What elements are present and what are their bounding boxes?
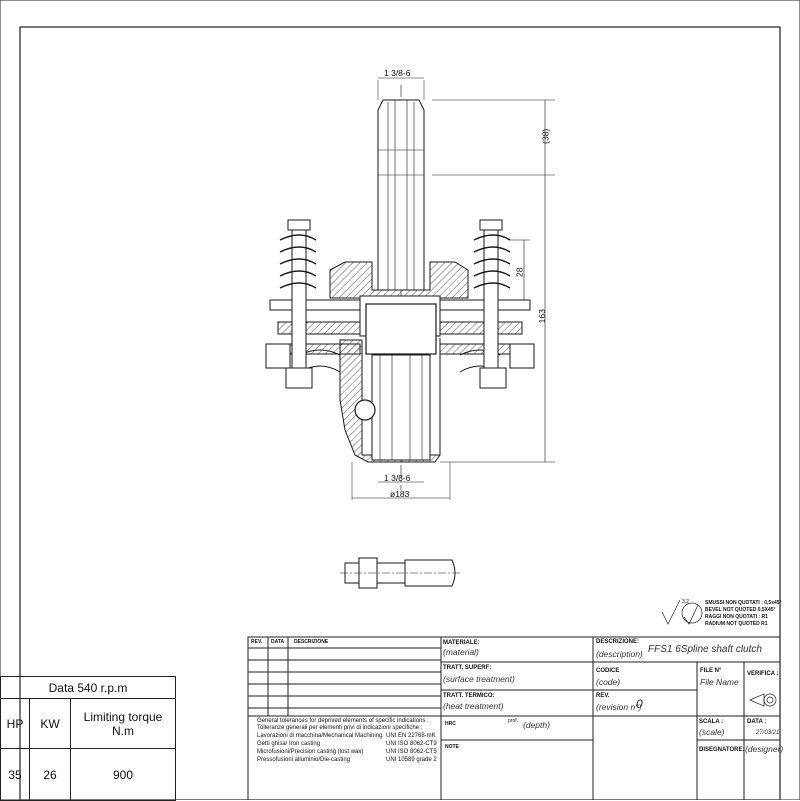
file-label: FILE N° bbox=[700, 668, 722, 674]
dim-bottom-spline: 1 3/8-6 bbox=[384, 473, 411, 483]
scala-value: (scale) bbox=[699, 727, 725, 737]
materiale-value: (material) bbox=[443, 647, 479, 657]
data-value: 27/03/21 bbox=[756, 730, 780, 736]
tolerance-row-right: UNI ISO 8062-CT9 bbox=[386, 741, 437, 747]
rev-value: (revision n°) bbox=[596, 702, 642, 712]
roughness-symbol bbox=[661, 599, 703, 625]
shaft-detail bbox=[340, 557, 460, 589]
codice-label: CODICE bbox=[596, 668, 620, 674]
friction-plate-right bbox=[439, 321, 523, 335]
designer-value: (designer) bbox=[745, 744, 784, 754]
rev-label: REV. bbox=[596, 693, 610, 699]
nut-right bbox=[479, 367, 507, 389]
tolerance-row-left: Lavorazioni di macchina/Mechanical Machi… bbox=[257, 733, 383, 739]
tolerance-row-right: UNI ISO 8062-CT5 bbox=[386, 749, 437, 755]
descrizione-value: (description) bbox=[596, 649, 643, 659]
descrizione-header: DESCRIZIONE bbox=[294, 639, 329, 645]
data-table-title: Data 540 r.p.m bbox=[0, 676, 176, 699]
note-label: NOTE bbox=[445, 744, 459, 750]
tratt-superf-label: TRATT. SUPERF: bbox=[443, 665, 492, 671]
descrizione-label: DESCRIZIONE: bbox=[596, 639, 640, 645]
roughness-value: 3,2 bbox=[682, 599, 689, 605]
bolt-right bbox=[483, 224, 499, 386]
tolerance-row-left: Getti ghisa/ Iron casting bbox=[257, 741, 321, 747]
note-line-3: RAGGI NON QUOTATI : R1 bbox=[705, 614, 768, 620]
verifica-label: VERIFICA : bbox=[747, 671, 779, 677]
data-table: Data 540 r.p.m HP KW Limiting torque N.m… bbox=[0, 676, 176, 801]
header-kw: KW bbox=[29, 698, 71, 749]
header-torque: Limiting torque N.m bbox=[70, 698, 176, 749]
dim-28: 28 bbox=[514, 267, 525, 277]
tratt-termico-label: TRATT. TERMICO: bbox=[443, 693, 495, 699]
tolerance-line-1: General tolerances for deprived elements… bbox=[257, 718, 429, 724]
materiale-label: MATERIALE: bbox=[443, 640, 480, 646]
header-hp: HP bbox=[0, 698, 30, 749]
codice-value: (code) bbox=[596, 677, 621, 687]
prof-value: (depth) bbox=[523, 720, 550, 730]
note-line-4: RADIUM NOT QUOTED R1 bbox=[705, 621, 768, 627]
drawing-title: FFS1 6Spline shaft clutch bbox=[648, 644, 762, 655]
rev-number: 0 bbox=[636, 697, 643, 711]
shaft-bore bbox=[365, 303, 437, 355]
data-label: DATA : bbox=[747, 719, 767, 725]
grease-hole bbox=[354, 399, 376, 421]
flange-left bbox=[265, 343, 291, 369]
scala-label: SCALA : bbox=[699, 719, 724, 725]
projection-icon bbox=[749, 693, 777, 707]
dim-diameter: ø183 bbox=[390, 489, 410, 499]
tolerance-row-left: Pressofusioni alluminio/Die-casting bbox=[257, 757, 351, 763]
bolt-left bbox=[291, 224, 307, 386]
dim-163: 163 bbox=[536, 309, 547, 324]
dim-top-spline: 1 3/8-6 bbox=[384, 68, 411, 78]
spline-shaft bbox=[377, 99, 425, 291]
file-value: File Name bbox=[700, 677, 739, 687]
spring-right bbox=[473, 234, 511, 289]
designer-label: DISEGNATORE: bbox=[699, 747, 745, 753]
value-kw: 26 bbox=[29, 748, 71, 801]
clutch-assembly bbox=[265, 77, 555, 500]
value-torque: 900 bbox=[70, 748, 176, 801]
tratt-termico-value: (heat treatment) bbox=[443, 701, 504, 711]
hrc-label: HRC bbox=[445, 721, 456, 727]
data-header: DATA bbox=[271, 639, 285, 645]
nut-left bbox=[285, 367, 313, 389]
rev-header: REV. bbox=[251, 639, 263, 645]
inner-spline-bore bbox=[371, 354, 431, 461]
dim-38: (38) bbox=[540, 128, 551, 144]
title-block-grid bbox=[247, 636, 781, 800]
tolerance-row-right: UNI 10589 grade 2 bbox=[386, 757, 437, 763]
friction-plate-left bbox=[277, 321, 361, 335]
sheet-border bbox=[19, 26, 781, 800]
tolerance-row-right: UNI EN 22768-mK bbox=[386, 733, 436, 739]
value-hp: 35 bbox=[0, 748, 30, 801]
spring-left bbox=[279, 234, 317, 289]
note-line-1: SMUSSI NON QUOTATI : 0,5x45° bbox=[705, 600, 782, 606]
tolerance-line-2: Tolleranze generali per elementi privi d… bbox=[257, 725, 423, 731]
prof-label: prof. bbox=[508, 718, 519, 724]
tratt-superf-value: (surface treatment) bbox=[443, 674, 515, 684]
tolerance-row-left: Microfusioni/Precision casting (lost wax… bbox=[257, 749, 364, 755]
flange-right bbox=[509, 343, 535, 369]
note-line-2: BEVEL NOT QUOTED 0,5X45° bbox=[705, 607, 776, 613]
